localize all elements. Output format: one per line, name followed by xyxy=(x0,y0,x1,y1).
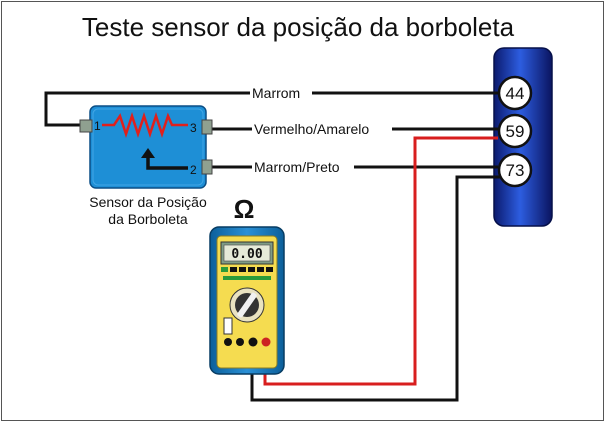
ecu-pin-73-label: 73 xyxy=(506,161,525,180)
sensor-pin-1-tab xyxy=(79,119,93,133)
probe-wire-black xyxy=(250,175,502,402)
wire-marrom xyxy=(44,91,250,127)
throttle-position-sensor: 1 2 3 xyxy=(79,105,213,189)
ecu-pins: 44 59 73 xyxy=(497,75,533,188)
wire-label-marrom: Marrom xyxy=(252,85,300,101)
com-jack xyxy=(248,337,258,347)
sensor-caption-line2: da Borboleta xyxy=(108,211,188,227)
sensor-pin-3-label: 3 xyxy=(190,121,197,135)
multimeter: 0.00 xyxy=(209,226,285,375)
black-wires xyxy=(44,91,502,402)
sensor-pin-1-label: 1 xyxy=(94,119,101,133)
wiper-arrow-icon xyxy=(146,156,188,170)
multimeter-side-switch xyxy=(223,317,233,335)
wire-label-vermelho-amarelo: Vermelho/Amarelo xyxy=(254,121,369,137)
sensor-caption-line1: Sensor da Posição xyxy=(89,194,207,210)
resistor-symbol xyxy=(102,112,188,138)
multimeter-jacks xyxy=(224,337,271,347)
ecu-pin-59-label: 59 xyxy=(506,122,525,141)
sensor-pin-2-label: 2 xyxy=(190,163,197,177)
page-title: Teste sensor da posição da borboleta xyxy=(82,12,515,42)
wire-labels: Marrom Vermelho/Amarelo Marrom/Preto xyxy=(250,84,392,176)
ecu-pin-44 xyxy=(497,75,533,111)
selector-dial xyxy=(229,287,265,323)
sensor-pin-3-tab xyxy=(201,119,213,135)
wire-label-marrom-preto: Marrom/Preto xyxy=(254,159,340,175)
v-ohm-jack xyxy=(261,337,271,347)
wiring-diagram: Teste sensor da posição da borboleta Mar… xyxy=(44,12,553,402)
ohm-mode-symbol: Ω xyxy=(234,194,255,224)
ecu-pin-44-label: 44 xyxy=(506,84,525,103)
ecu-pin-59 xyxy=(497,113,533,149)
ecu-pin-73 xyxy=(497,152,533,188)
sensor-pin-2-tab xyxy=(201,159,213,175)
multimeter-display-value: 0.00 xyxy=(231,247,262,262)
multimeter-buttons xyxy=(221,267,273,280)
